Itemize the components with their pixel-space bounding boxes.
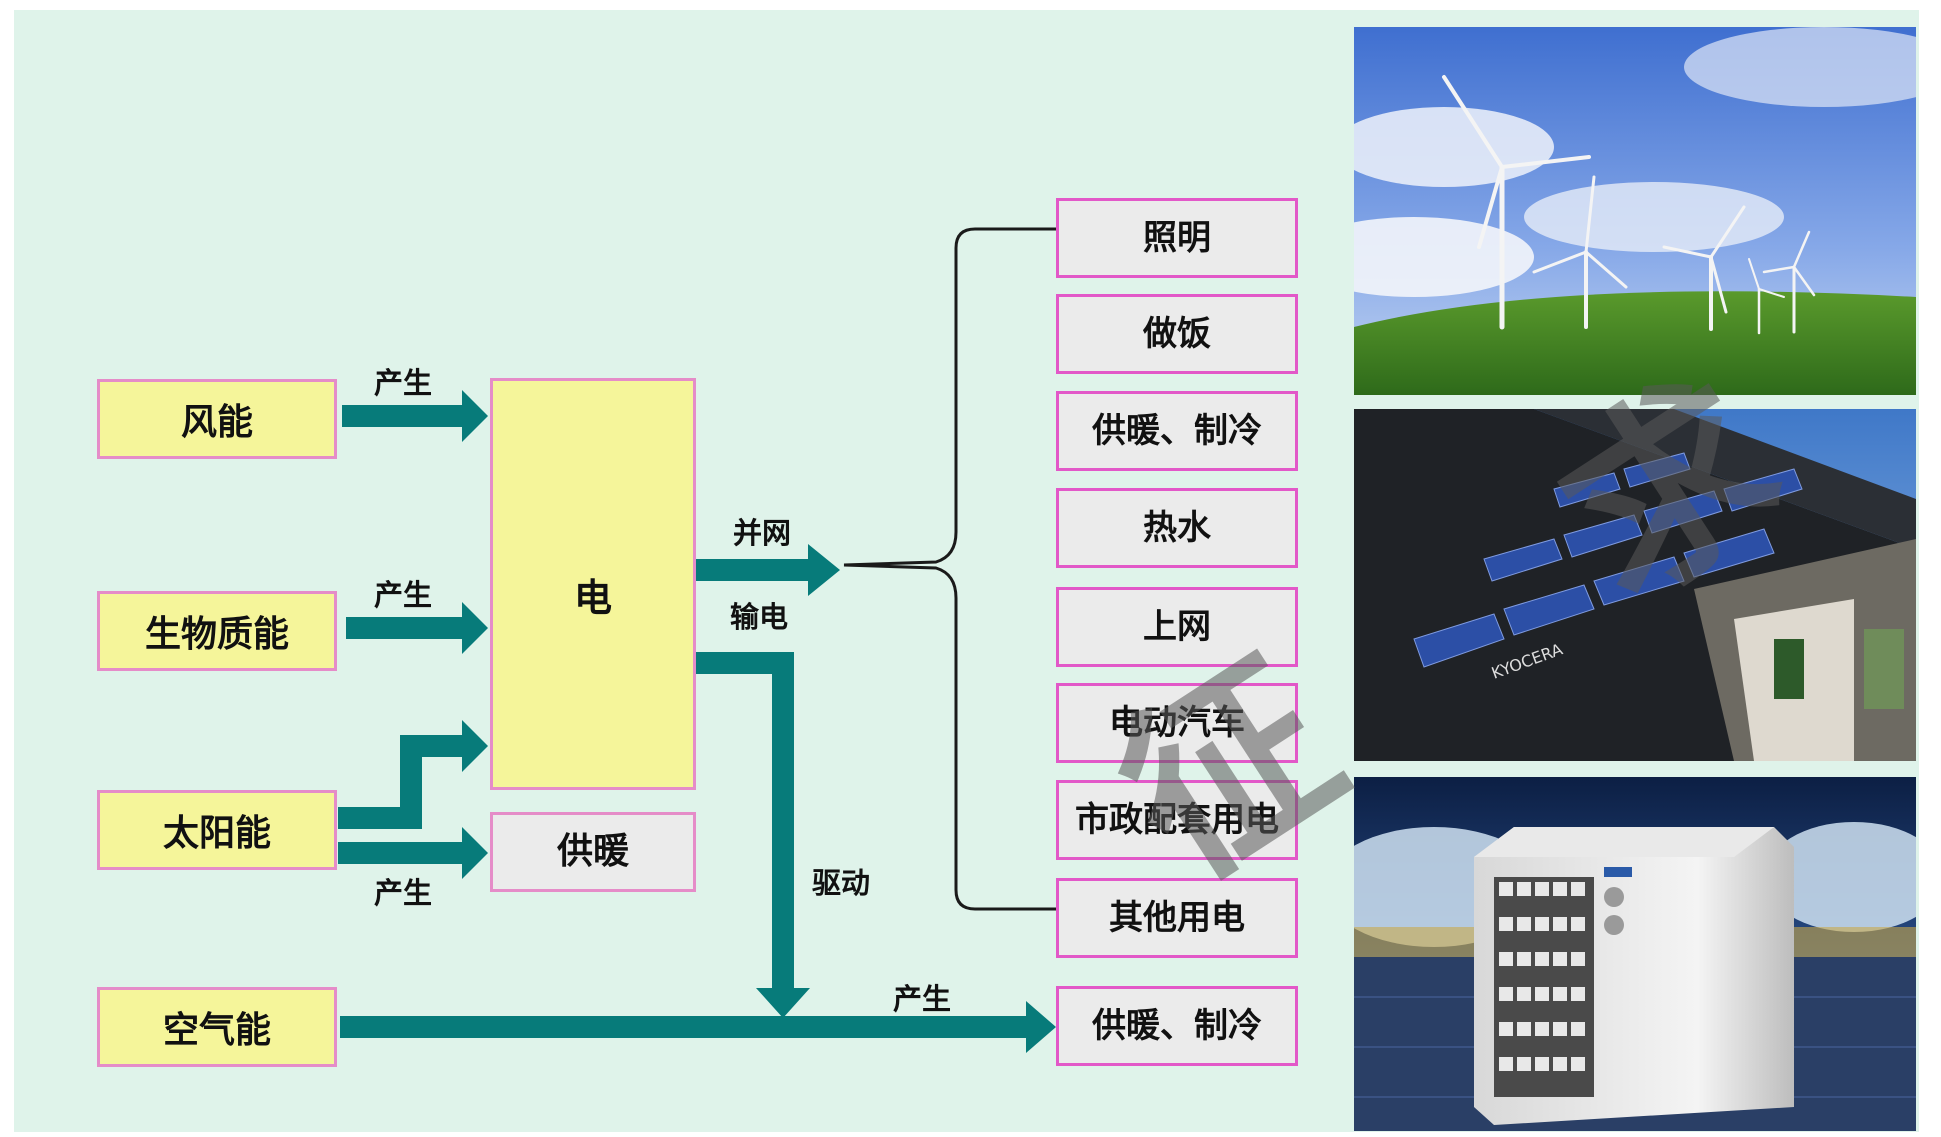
source-biomass: 生物质能	[97, 591, 337, 671]
label-produce-solar: 产生	[374, 876, 433, 910]
use-other: 其他用电	[1056, 878, 1298, 958]
use-electric-vehicle: 电动汽车	[1056, 683, 1298, 763]
use-internet: 上网	[1056, 587, 1298, 667]
electricity-box: 电	[490, 378, 696, 790]
arrow-grid-transmit	[696, 544, 840, 596]
source-wind: 风能	[97, 379, 337, 459]
arrow-biomass-to-electricity	[346, 602, 488, 654]
solar-roof-photo: KYOCERA	[1354, 409, 1916, 761]
label-grid: 并网	[733, 516, 792, 550]
brace-connector	[843, 227, 1056, 911]
wind-turbines-photo	[1354, 27, 1916, 395]
label-produce-biomass: 产生	[374, 578, 433, 612]
arrow-wind-to-electricity	[342, 390, 488, 442]
heat-pump-photo	[1354, 777, 1916, 1131]
use-hot-water: 热水	[1056, 488, 1298, 568]
solar-heating-box: 供暖	[490, 812, 696, 892]
arrow-solar-to-electricity	[338, 720, 488, 829]
use-cooking: 做饭	[1056, 294, 1298, 374]
source-solar: 太阳能	[97, 790, 337, 870]
use-municipal: 市政配套用电	[1056, 780, 1298, 860]
arrow-drive-down	[696, 652, 810, 1018]
use-heating-cooling: 供暖、制冷	[1056, 391, 1298, 471]
arrow-air-to-heating-cooling	[340, 1001, 1056, 1053]
label-produce-air: 产生	[893, 982, 952, 1016]
label-transmit: 输电	[730, 600, 789, 634]
label-produce-wind: 产生	[374, 366, 433, 400]
air-output-heating-cooling: 供暖、制冷	[1056, 986, 1298, 1066]
arrow-solar-to-heating	[338, 827, 488, 879]
source-air: 空气能	[97, 987, 337, 1067]
label-drive: 驱动	[812, 866, 871, 900]
use-lighting: 照明	[1056, 198, 1298, 278]
